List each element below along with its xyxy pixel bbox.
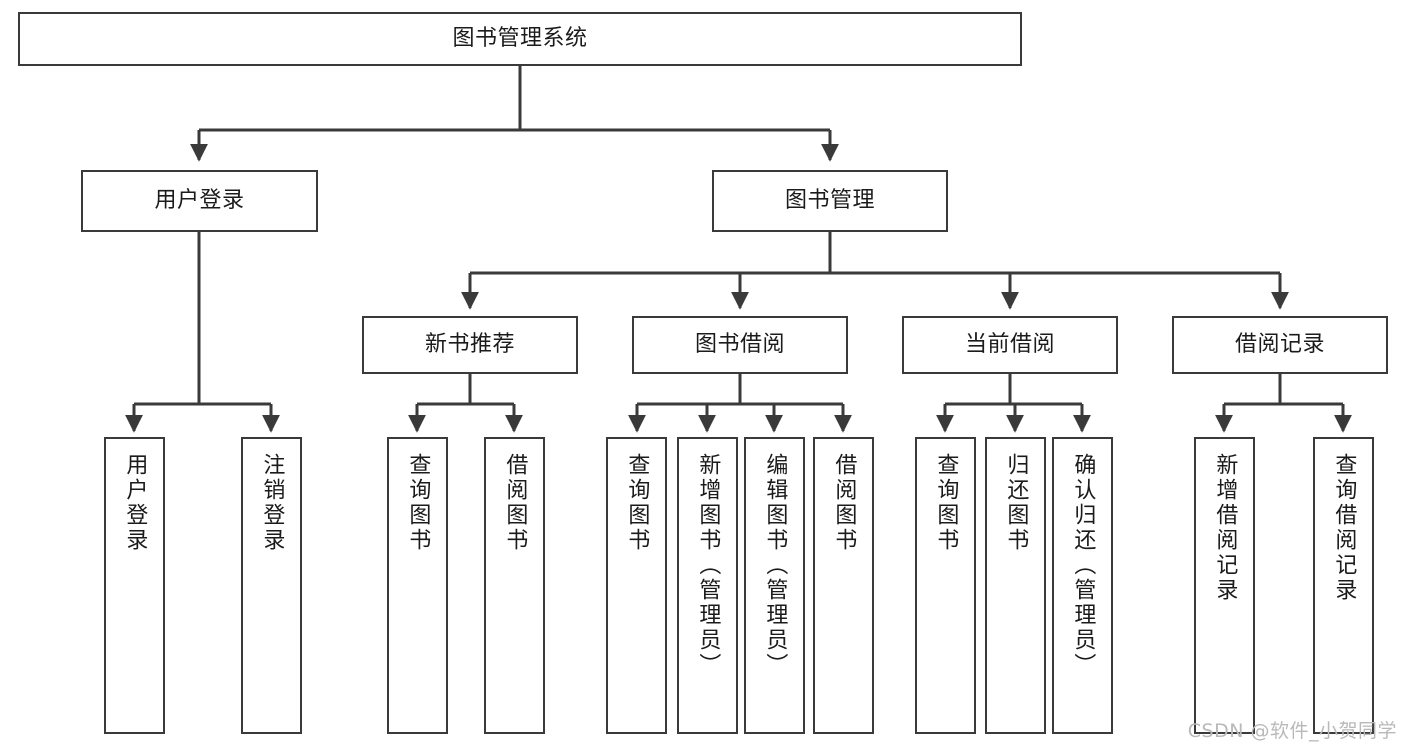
node-book-manage-label: 图书管理 [784, 188, 875, 214]
node-leaf-edit-book-label: 编辑图书（管理员） [762, 453, 788, 678]
node-leaf-return-book[interactable]: 归还图书 [985, 437, 1046, 734]
node-leaf-query-book-1-label: 查询图书 [405, 453, 431, 553]
node-borrow-record[interactable]: 借阅记录 [1172, 316, 1388, 374]
node-leaf-borrow-book-1[interactable]: 借阅图书 [484, 437, 545, 734]
node-book-borrow[interactable]: 图书借阅 [632, 316, 848, 374]
node-leaf-query-book-2[interactable]: 查询图书 [606, 437, 667, 734]
node-leaf-edit-book[interactable]: 编辑图书（管理员） [744, 437, 805, 734]
node-leaf-confirm-return[interactable]: 确认归还（管理员） [1052, 437, 1113, 734]
node-leaf-borrow-book-2[interactable]: 借阅图书 [813, 437, 874, 734]
node-leaf-add-record[interactable]: 新增借阅记录 [1194, 437, 1255, 734]
node-leaf-user-login-label: 用户登录 [122, 453, 148, 553]
node-leaf-query-record-label: 查询借阅记录 [1331, 453, 1357, 603]
node-leaf-query-record[interactable]: 查询借阅记录 [1313, 437, 1374, 734]
node-leaf-return-book-label: 归还图书 [1003, 453, 1029, 553]
node-leaf-borrow-book-1-label: 借阅图书 [502, 453, 528, 553]
node-leaf-add-record-label: 新增借阅记录 [1212, 453, 1238, 603]
node-borrow-record-label: 借阅记录 [1234, 332, 1325, 358]
csdn-watermark: CSDN @软件_小贺同学 [1187, 720, 1397, 742]
node-leaf-query-book-3[interactable]: 查询图书 [915, 437, 976, 734]
node-new-book-rec[interactable]: 新书推荐 [362, 316, 578, 374]
node-current-borrow-label: 当前借阅 [964, 332, 1055, 358]
node-root[interactable]: 图书管理系统 [18, 12, 1022, 66]
node-leaf-borrow-book-2-label: 借阅图书 [831, 453, 857, 553]
node-root-label: 图书管理系统 [452, 26, 588, 52]
node-new-book-rec-label: 新书推荐 [424, 332, 515, 358]
node-leaf-query-book-2-label: 查询图书 [624, 453, 650, 553]
node-book-manage[interactable]: 图书管理 [712, 170, 948, 232]
node-leaf-user-login[interactable]: 用户登录 [104, 437, 165, 734]
node-leaf-query-book-1[interactable]: 查询图书 [387, 437, 448, 734]
node-leaf-logout-login-label: 注销登录 [259, 453, 285, 553]
node-user-login[interactable]: 用户登录 [81, 170, 318, 232]
node-book-borrow-label: 图书借阅 [694, 332, 785, 358]
node-leaf-logout-login[interactable]: 注销登录 [241, 437, 302, 734]
node-leaf-query-book-3-label: 查询图书 [933, 453, 959, 553]
node-current-borrow[interactable]: 当前借阅 [902, 316, 1118, 374]
node-leaf-add-book[interactable]: 新增图书（管理员） [677, 437, 738, 734]
node-user-login-label: 用户登录 [154, 188, 245, 214]
node-leaf-add-book-label: 新增图书（管理员） [695, 453, 721, 678]
node-leaf-confirm-return-label: 确认归还（管理员） [1070, 453, 1096, 678]
